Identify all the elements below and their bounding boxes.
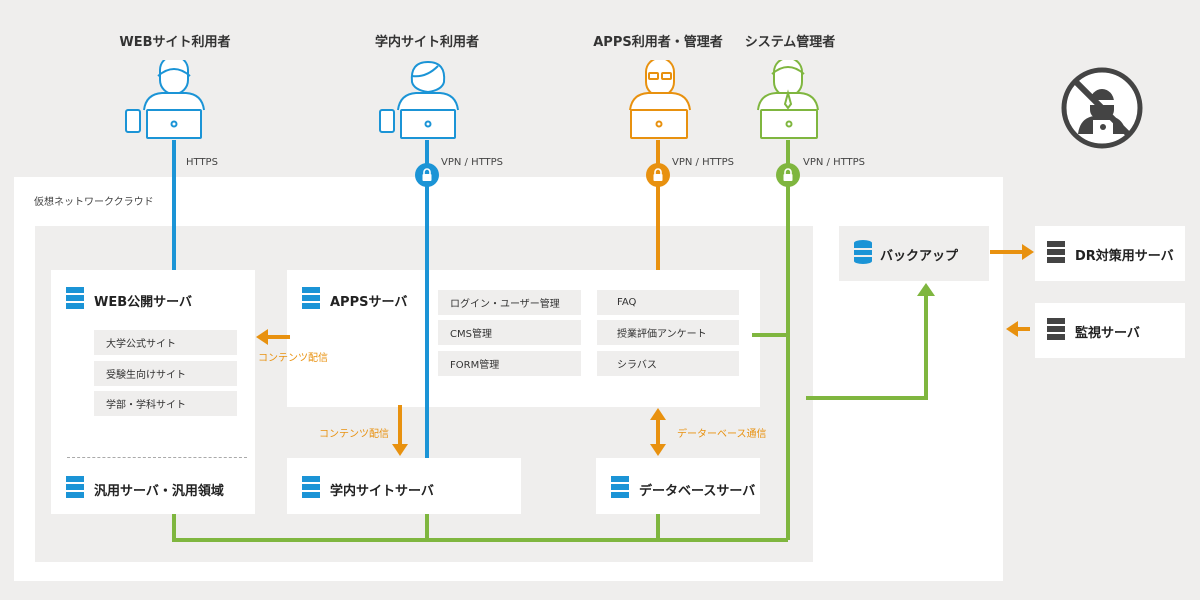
apps-item-left-2: FORM管理 — [438, 351, 581, 376]
apps-item-right-2: シラバス — [597, 351, 739, 376]
user-pc-icon — [629, 60, 691, 139]
user-label-admin: システム管理者 — [744, 35, 836, 50]
server-icon — [1047, 318, 1065, 340]
protocol-apps: VPN / HTTPS — [672, 157, 735, 168]
monitor-server-title: 監視サーバ — [1075, 326, 1140, 341]
apps-item-right-0: FAQ — [597, 290, 739, 315]
server-icon — [66, 476, 84, 498]
arrow-from-monitor — [1006, 321, 1018, 337]
flow-label-db: データーベース通信 — [677, 429, 767, 440]
web-server-title: WEB公開サーバ — [94, 295, 192, 310]
flow-label-content-2: コンテンツ配信 — [319, 429, 389, 440]
db-server-title: データベースサーバ — [639, 484, 756, 499]
server-icon — [611, 476, 629, 498]
flow-label-content-1: コンテンツ配信 — [258, 353, 328, 364]
arrow-content-to-campus — [392, 444, 408, 456]
arrow-to-dr — [1022, 244, 1034, 260]
server-icon — [1047, 241, 1065, 263]
line-to-backup — [806, 292, 928, 400]
protocol-campus: VPN / HTTPS — [441, 157, 504, 168]
web-item-2: 学部・学科サイト — [94, 391, 237, 416]
campus-server-box — [287, 458, 521, 514]
web-item-0: 大学公式サイト — [94, 330, 237, 355]
user-pc-icon — [125, 60, 205, 139]
no-hacker-icon — [1061, 67, 1143, 149]
apps-item-right-1: 授業評価アンケート — [597, 320, 739, 345]
web-item-1: 受験生向けサイト — [94, 361, 237, 386]
line-green-bus — [172, 513, 788, 542]
user-label-campus: 学内サイト利用者 — [374, 35, 479, 50]
cloud-label: 仮想ネットワーククラウド — [34, 197, 154, 208]
protocol-admin: VPN / HTTPS — [803, 157, 866, 168]
lock-icon — [646, 163, 670, 187]
campus-server-title: 学内サイトサーバ — [330, 484, 434, 499]
general-server-title: 汎用サーバ・汎用領域 — [94, 484, 224, 499]
apps-server-title: APPSサーバ — [330, 295, 408, 310]
server-icon — [302, 287, 320, 309]
user-pc-icon — [757, 60, 819, 139]
user-pc-icon — [379, 60, 459, 139]
server-icon — [302, 476, 320, 498]
server-icon — [66, 287, 84, 309]
lock-icon — [776, 163, 800, 187]
backup-title: バックアップ — [880, 249, 959, 264]
user-label-apps: APPS利用者・管理者 — [593, 35, 723, 50]
arrow-to-backup — [917, 283, 935, 296]
apps-item-left-0: ログイン・ユーザー管理 — [438, 290, 581, 315]
arrow-db-up — [650, 408, 666, 420]
arrow-content-to-web — [256, 329, 268, 345]
arrow-db-down — [650, 444, 666, 456]
lock-icon — [415, 163, 439, 187]
user-label-web: WEBサイト利用者 — [119, 35, 231, 50]
apps-item-left-1: CMS管理 — [438, 320, 581, 345]
database-icon — [854, 240, 872, 264]
dr-server-title: DR対策用サーバ — [1075, 249, 1174, 264]
divider — [67, 457, 247, 458]
protocol-web: HTTPS — [186, 157, 218, 168]
